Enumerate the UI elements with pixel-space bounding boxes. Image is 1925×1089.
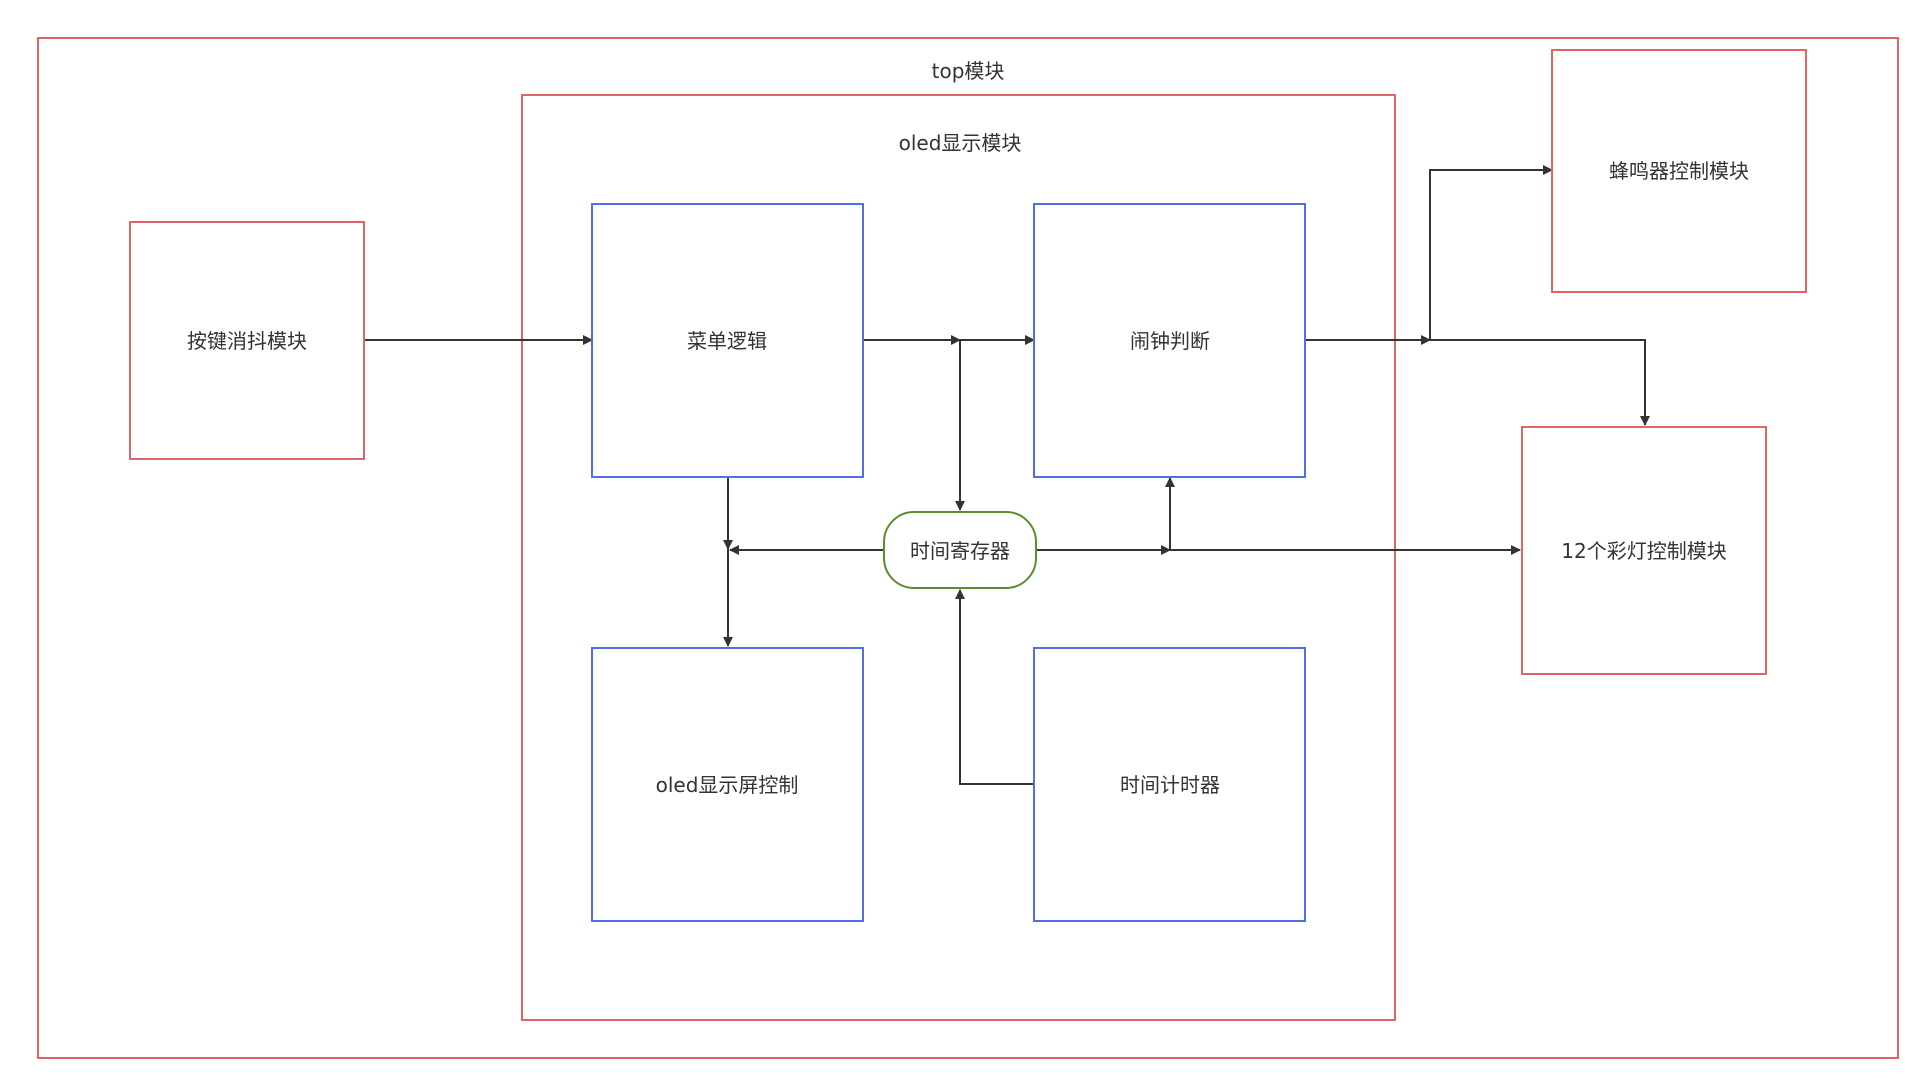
alarm-check-block: 闹钟判断 (1033, 203, 1306, 478)
time-counter-box (1033, 647, 1306, 922)
buzzer-control-box (1551, 49, 1807, 293)
led-control-box (1521, 426, 1767, 675)
time-register-block: 时间寄存器 (883, 511, 1037, 589)
menu-logic-label: 菜单逻辑 (687, 329, 767, 353)
oled-screen-control-label: oled显示屏控制 (656, 773, 799, 797)
oled-module: oled显示模块 (521, 94, 1396, 1021)
menu-logic-block: 菜单逻辑 (591, 203, 864, 478)
key-debounce-box (129, 221, 365, 460)
oled-module-frame (521, 94, 1396, 1021)
top-module-frame (37, 37, 1899, 1059)
arrow-junction-to-leds (1430, 339, 1650, 426)
arrow-junction-to-buzzer (1429, 165, 1553, 340)
top-module-label: top模块 (932, 59, 1005, 83)
oled-screen-control-block: oled显示屏控制 (591, 647, 864, 922)
alarm-check-box (1033, 203, 1306, 478)
oled-screen-control-box (591, 647, 864, 922)
oled-module-label: oled显示模块 (899, 131, 1022, 155)
led-control-label: 12个彩灯控制模块 (1561, 539, 1726, 563)
time-register-label: 时间寄存器 (910, 539, 1010, 563)
key-debounce-module: 按键消抖模块 (129, 221, 365, 460)
led-control-module: 12个彩灯控制模块 (1521, 426, 1767, 675)
time-register-box (883, 511, 1037, 589)
connectors (364, 165, 1650, 785)
time-counter-block: 时间计时器 (1033, 647, 1306, 922)
key-debounce-label: 按键消抖模块 (187, 329, 307, 353)
time-counter-label: 时间计时器 (1120, 773, 1220, 797)
buzzer-control-label: 蜂鸣器控制模块 (1609, 159, 1749, 183)
menu-logic-box (591, 203, 864, 478)
arrow-counter-to-register (955, 589, 1034, 785)
alarm-check-label: 闹钟判断 (1130, 329, 1210, 353)
top-module: top模块 (37, 37, 1899, 1059)
buzzer-control-module: 蜂鸣器控制模块 (1551, 49, 1807, 293)
